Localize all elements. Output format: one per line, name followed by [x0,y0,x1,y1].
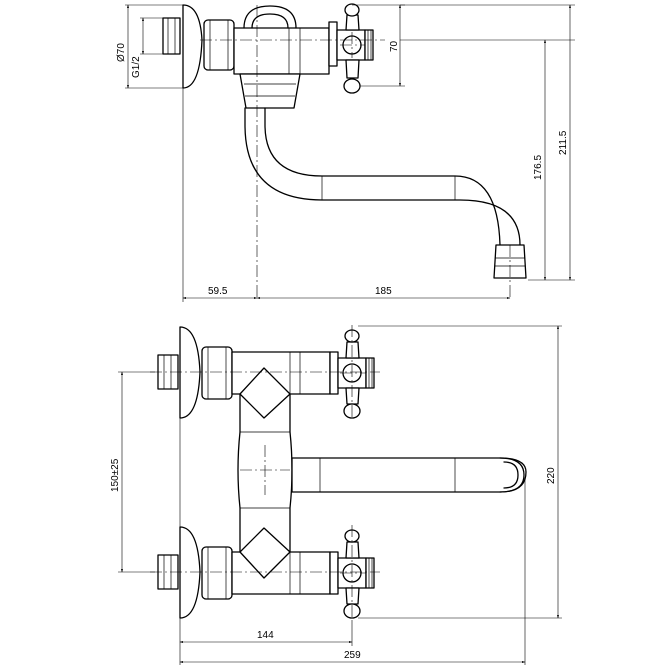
dim-height-flange: 70 [389,40,400,52]
dim-thread: G1/2 [131,56,142,78]
dim-spout-reach: 185 [375,286,392,297]
side-wall-flange [182,4,203,89]
top-lower-inlet [157,526,233,619]
side-spout [244,107,521,246]
side-swivel-nut [239,73,301,109]
side-body [233,5,330,75]
dim-overall-height: 220 [546,467,557,484]
side-inlet [162,17,181,55]
dim-wall-to-center: 59.5 [208,286,228,297]
dim-inlet-spacing: 150±25 [110,458,121,492]
top-upper-handle [329,329,375,419]
top-upper-inlet [157,326,233,419]
dim-projection-handles: 144 [257,630,274,641]
dim-flange-diameter: Ø70 [116,43,127,62]
top-view: 150±25 220 144 259 [110,325,562,665]
side-hex-nut [203,19,235,71]
dim-height-spout: 176.5 [533,155,544,180]
dim-height-total: 211.5 [558,130,569,155]
dim-overall-depth: 259 [344,650,361,661]
side-handle [328,3,374,94]
side-view: Ø70 G1/2 70 176.5 211.5 59.5 185 [116,3,575,302]
top-spout [291,457,527,493]
top-vertical-body [237,367,293,579]
